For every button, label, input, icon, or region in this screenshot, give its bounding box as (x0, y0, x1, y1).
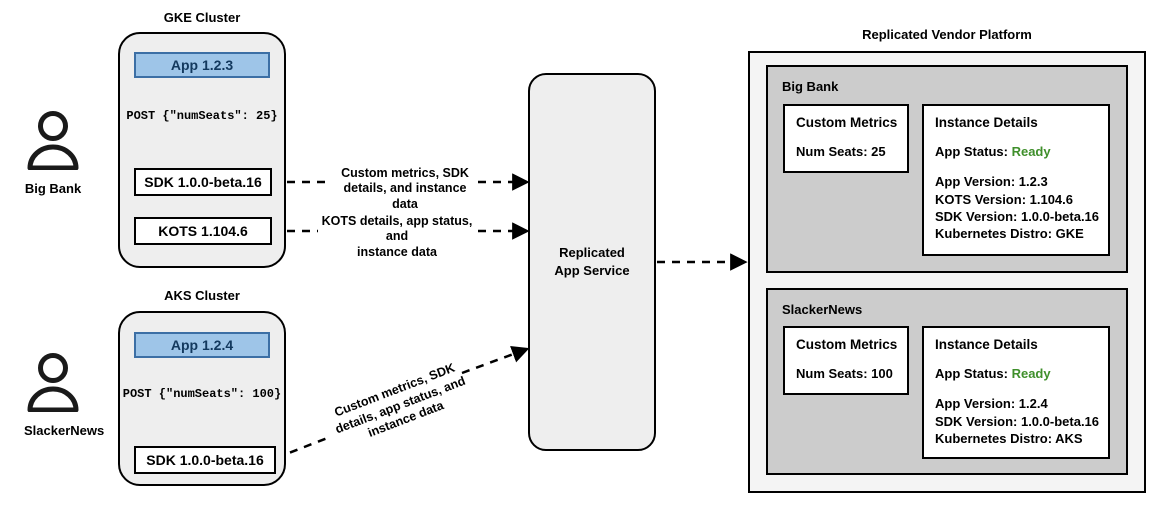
instance-line: Kubernetes Distro: AKS (935, 430, 1083, 446)
card-title: Custom Metrics (796, 115, 898, 130)
service-line: App Service (554, 263, 630, 278)
status-badge: Ready (1011, 144, 1051, 159)
app-status-row: App Status: Ready (935, 143, 1097, 160)
aks-sdk-box[interactable]: SDK 1.0.0-beta.16 (134, 446, 276, 474)
platform-title: Replicated Vendor Platform (862, 27, 1032, 42)
aks-app-box[interactable]: App 1.2.4 (134, 332, 270, 358)
customer-big-bank: Big Bank (24, 110, 82, 196)
edge-label-aks-sdk: Custom metrics, SDK details, app status,… (318, 361, 483, 440)
instance-line: KOTS Version: 1.104.6 (935, 191, 1074, 207)
slackernews-instance-details-card[interactable]: Instance Details App Status: Ready App V… (922, 326, 1110, 459)
gke-kots-box[interactable]: KOTS 1.104.6 (134, 217, 272, 245)
edge-label-line: Custom metrics, SDK (341, 166, 469, 180)
edge-label-gke-kots: KOTS details, app status, and instance d… (312, 214, 482, 260)
replicated-app-service-box[interactable]: Replicated App Service (528, 73, 656, 451)
big-bank-instance-details-card[interactable]: Instance Details App Status: Ready App V… (922, 104, 1110, 256)
card-title: Instance Details (935, 337, 1038, 352)
card-title: Instance Details (935, 115, 1038, 130)
app-status-label: App Status: (935, 366, 1008, 381)
gke-sdk-box[interactable]: SDK 1.0.0-beta.16 (134, 168, 272, 196)
edge-label-line: instance data (357, 244, 437, 259)
edge-label-line: details, and instance data (343, 181, 467, 211)
aks-post-label: POST {"numSeats": 100} (122, 387, 282, 401)
gke-cluster-title: GKE Cluster (163, 10, 241, 25)
metric-line: Num Seats: 25 (796, 144, 886, 159)
customer-slackernews: SlackerNews (24, 352, 105, 438)
instance-line: App Version: 1.2.3 (935, 174, 1048, 190)
instance-line: App Version: 1.2.4 (935, 396, 1048, 412)
status-badge: Ready (1011, 366, 1051, 381)
big-bank-custom-metrics-card[interactable]: Custom Metrics Num Seats: 25 (783, 104, 909, 173)
gke-app-box[interactable]: App 1.2.3 (134, 52, 270, 78)
app-status-row: App Status: Ready (935, 365, 1097, 382)
person-icon (27, 353, 79, 413)
aks-cluster-title: AKS Cluster (164, 288, 240, 303)
card-title: Custom Metrics (796, 337, 898, 352)
instance-line: SDK Version: 1.0.0-beta.16 (935, 413, 1100, 429)
edge-label-gke-sdk: Custom metrics, SDK details, and instanc… (330, 166, 480, 212)
gke-post-label: POST {"numSeats": 25} (126, 109, 278, 123)
instance-line: Kubernetes Distro: GKE (935, 226, 1084, 242)
customer-label: Big Bank (24, 181, 82, 196)
app-status-label: App Status: (935, 144, 1008, 159)
service-line: Replicated (559, 245, 625, 261)
tenant-name: SlackerNews (782, 302, 863, 317)
instance-line: SDK Version: 1.0.0-beta.16 (935, 208, 1100, 224)
slackernews-custom-metrics-card[interactable]: Custom Metrics Num Seats: 100 (783, 326, 909, 395)
edge-label-line: KOTS details, app status, and (321, 214, 473, 244)
metric-line: Num Seats: 100 (796, 366, 893, 381)
person-icon (27, 111, 79, 171)
tenant-name: Big Bank (782, 79, 839, 94)
customer-label: SlackerNews (24, 423, 105, 438)
